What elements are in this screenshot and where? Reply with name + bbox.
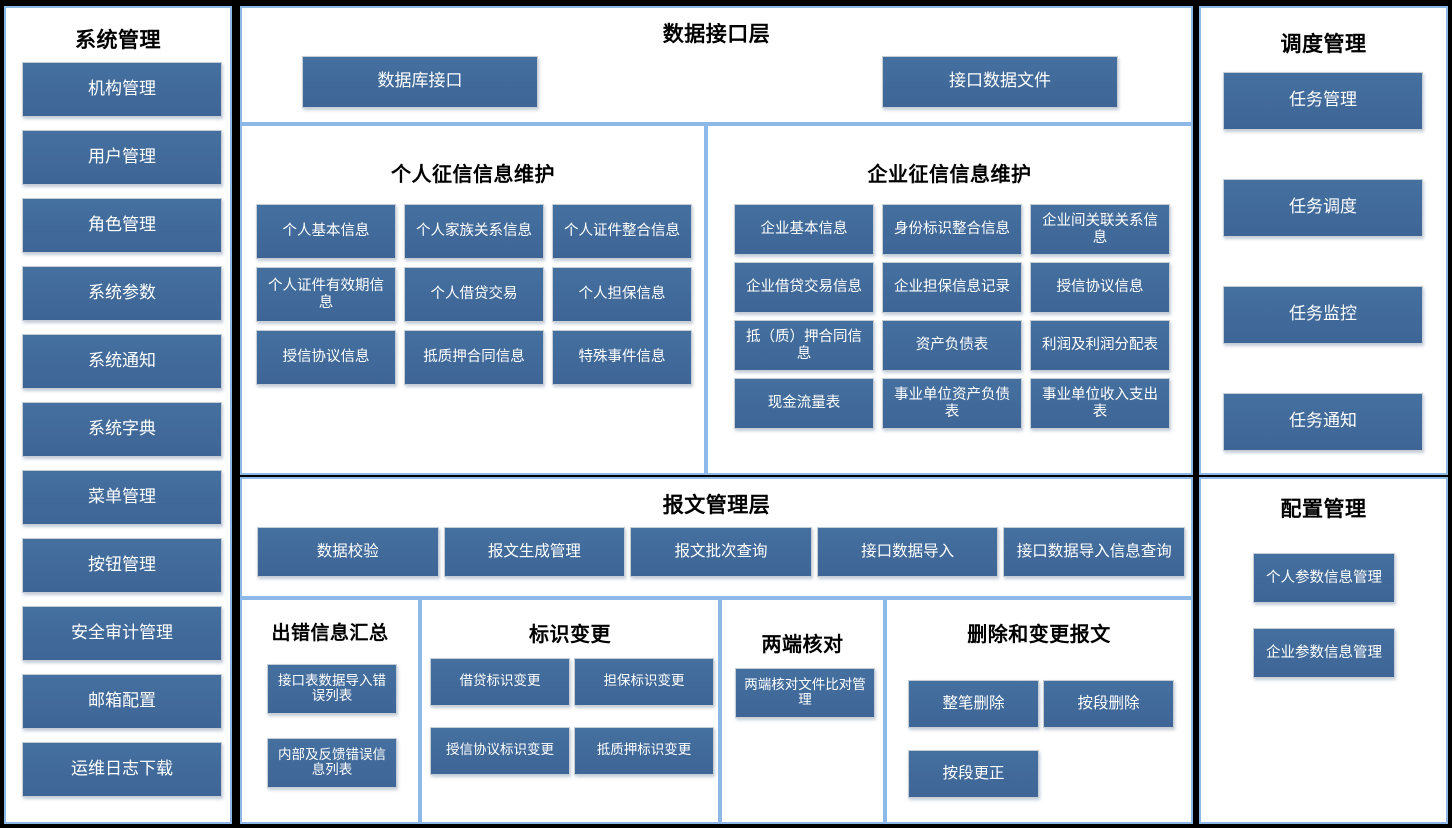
pledge-flag-change-tile[interactable]: 抵质押标识变更 [574,727,714,775]
sidebar-item-user[interactable]: 用户管理 [22,130,222,185]
data-interface-layer-title: 数据接口层 [662,22,771,46]
personal-credit-agreement-tile[interactable]: 授信协议信息 [256,330,396,385]
enterprise-credit-panel: 企业征信信息维护 企业基本信息 身份标识整合信息 企业间关联关系信息 企业借贷交… [706,124,1193,475]
institution-income-expense-tile[interactable]: 事业单位收入支出表 [1030,378,1170,429]
interface-data-file-tile[interactable]: 接口数据文件 [882,56,1118,108]
personal-param-config-tile[interactable]: 个人参数信息管理 [1253,553,1395,603]
personal-special-event-tile[interactable]: 特殊事件信息 [552,330,692,385]
personal-credit-grid: 个人基本信息 个人家族关系信息 个人证件整合信息 个人证件有效期信息 个人借贷交… [256,204,692,385]
scheduling-list: 任务管理 任务调度 任务监控 任务通知 [1223,72,1423,500]
data-interface-layer-panel: 数据接口层 数据库接口 接口数据文件 [240,6,1193,124]
error-summary-list: 接口表数据导入错误列表 内部及反馈错误信息列表 [267,664,397,812]
personal-credit-panel: 个人征信信息维护 个人基本信息 个人家族关系信息 个人证件整合信息 个人证件有效… [240,124,706,475]
error-summary-panel: 出错信息汇总 接口表数据导入错误列表 内部及反馈错误信息列表 [240,598,420,824]
profit-distribution-tile[interactable]: 利润及利润分配表 [1030,320,1170,371]
message-management-layer-panel: 报文管理层 数据校验 报文生成管理 报文批次查询 接口数据导入 接口数据导入信息… [240,477,1193,598]
message-batch-query-tile[interactable]: 报文批次查询 [630,527,812,577]
enterprise-basic-info-tile[interactable]: 企业基本信息 [734,204,874,255]
institution-balance-sheet-tile[interactable]: 事业单位资产负债表 [882,378,1022,429]
sidebar-item-security-audit[interactable]: 安全审计管理 [22,606,222,661]
message-management-layer-title: 报文管理层 [662,493,771,517]
flag-change-title: 标识变更 [529,622,611,646]
enterprise-loan-transaction-tile[interactable]: 企业借贷交易信息 [734,262,874,313]
enterprise-credit-agreement-tile[interactable]: 授信协议信息 [1030,262,1170,313]
flag-change-grid: 借贷标识变更 担保标识变更 授信协议标识变更 抵质押标识变更 [430,658,714,775]
flag-change-panel: 标识变更 借贷标识变更 担保标识变更 授信协议标识变更 抵质押标识变更 [420,598,720,824]
reconciliation-panel: 两端核对 两端核对文件比对管理 [720,598,885,824]
task-management-tile[interactable]: 任务管理 [1223,72,1423,130]
sidebar-item-ops-log-download[interactable]: 运维日志下载 [22,742,222,797]
enterprise-guarantee-record-tile[interactable]: 企业担保信息记录 [882,262,1022,313]
personal-id-integration-tile[interactable]: 个人证件整合信息 [552,204,692,259]
personal-pledge-contract-tile[interactable]: 抵质押合同信息 [404,330,544,385]
reconciliation-file-compare-tile[interactable]: 两端核对文件比对管理 [735,668,875,718]
database-interface-tile[interactable]: 数据库接口 [302,56,538,108]
system-management-list: 机构管理 用户管理 角色管理 系统参数 系统通知 系统字典 菜单管理 按钮管理 … [22,62,222,810]
error-summary-title: 出错信息汇总 [271,622,389,644]
sidebar-item-system-notice[interactable]: 系统通知 [22,334,222,389]
task-monitoring-tile[interactable]: 任务监控 [1223,286,1423,344]
personal-guarantee-tile[interactable]: 个人担保信息 [552,267,692,322]
task-notification-tile[interactable]: 任务通知 [1223,393,1423,451]
loan-flag-change-tile[interactable]: 借贷标识变更 [430,658,570,706]
message-management-row: 数据校验 报文生成管理 报文批次查询 接口数据导入 接口数据导入信息查询 [257,527,1185,577]
enterprise-relation-tile[interactable]: 企业间关联关系信息 [1030,204,1170,255]
personal-basic-info-tile[interactable]: 个人基本信息 [256,204,396,259]
config-management-title: 配置管理 [1280,497,1367,521]
scheduling-management-title: 调度管理 [1280,32,1367,56]
system-management-panel: 系统管理 机构管理 用户管理 角色管理 系统参数 系统通知 系统字典 菜单管理 … [4,6,232,824]
enterprise-credit-grid: 企业基本信息 身份标识整合信息 企业间关联关系信息 企业借贷交易信息 企业担保信… [734,204,1170,429]
full-delete-tile[interactable]: 整笔删除 [908,680,1039,728]
sidebar-item-system-params[interactable]: 系统参数 [22,266,222,321]
delete-change-title: 删除和变更报文 [967,622,1111,646]
scheduling-management-panel: 调度管理 任务管理 任务调度 任务监控 任务通知 [1199,6,1448,475]
sidebar-item-organization[interactable]: 机构管理 [22,62,222,117]
cash-flow-statement-tile[interactable]: 现金流量表 [734,378,874,429]
personal-credit-title: 个人征信信息维护 [391,162,555,186]
segment-correct-tile[interactable]: 按段更正 [908,750,1039,798]
message-generation-tile[interactable]: 报文生成管理 [443,527,626,577]
personal-family-relation-tile[interactable]: 个人家族关系信息 [404,204,544,259]
internal-feedback-error-list-tile[interactable]: 内部及反馈错误信息列表 [267,738,397,788]
interface-import-error-list-tile[interactable]: 接口表数据导入错误列表 [267,664,397,714]
credit-agreement-flag-change-tile[interactable]: 授信协议标识变更 [430,727,570,775]
delete-change-grid: 整笔删除 按段删除 按段更正 [908,680,1174,798]
enterprise-pledge-contract-tile[interactable]: 抵（质）押合同信息 [734,320,874,371]
sidebar-item-mailbox-config[interactable]: 邮箱配置 [22,674,222,729]
sidebar-item-system-dictionary[interactable]: 系统字典 [22,402,222,457]
data-validation-tile[interactable]: 数据校验 [257,527,439,577]
segment-delete-tile[interactable]: 按段删除 [1043,680,1174,728]
interface-data-import-tile[interactable]: 接口数据导入 [816,527,999,577]
reconciliation-title: 两端核对 [761,632,844,656]
sidebar-item-menu[interactable]: 菜单管理 [22,470,222,525]
system-management-title: 系统管理 [75,28,161,52]
personal-loan-transaction-tile[interactable]: 个人借贷交易 [404,267,544,322]
personal-id-validity-tile[interactable]: 个人证件有效期信息 [256,267,396,322]
identity-integration-tile[interactable]: 身份标识整合信息 [882,204,1022,255]
config-management-list: 个人参数信息管理 企业参数信息管理 [1253,553,1395,703]
sidebar-item-role[interactable]: 角色管理 [22,198,222,253]
balance-sheet-tile[interactable]: 资产负债表 [882,320,1022,371]
enterprise-param-config-tile[interactable]: 企业参数信息管理 [1253,628,1395,678]
delete-change-panel: 删除和变更报文 整笔删除 按段删除 按段更正 [885,598,1193,824]
interface-data-import-query-tile[interactable]: 接口数据导入信息查询 [1003,527,1185,577]
task-scheduling-tile[interactable]: 任务调度 [1223,179,1423,237]
sidebar-item-button[interactable]: 按钮管理 [22,538,222,593]
enterprise-credit-title: 企业征信信息维护 [867,162,1032,186]
guarantee-flag-change-tile[interactable]: 担保标识变更 [574,658,714,706]
config-management-panel: 配置管理 个人参数信息管理 企业参数信息管理 [1199,477,1448,824]
